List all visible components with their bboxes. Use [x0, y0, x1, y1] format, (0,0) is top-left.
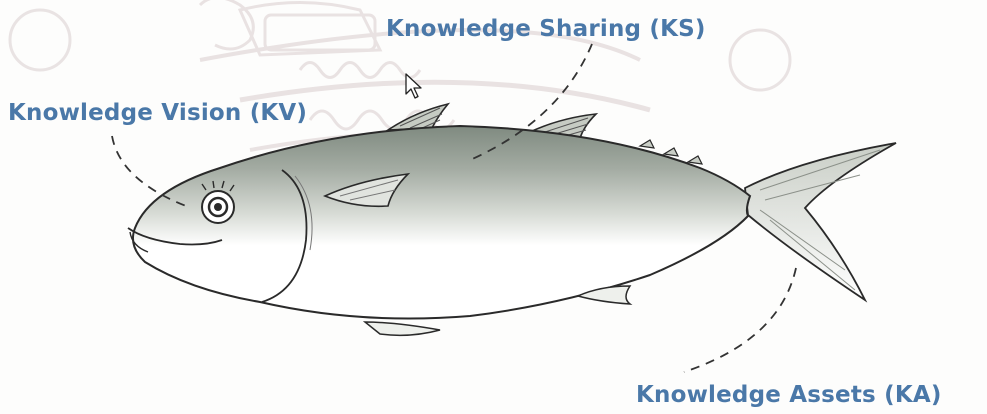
fish-body — [133, 126, 750, 319]
mouse-pointer-icon — [404, 72, 424, 100]
leader-line-ka — [684, 268, 796, 372]
label-knowledge-assets: Knowledge Assets (KA) — [636, 382, 942, 408]
tail-fin — [745, 143, 896, 300]
label-knowledge-vision: Knowledge Vision (KV) — [8, 100, 307, 126]
ventral-fin — [365, 322, 440, 335]
label-knowledge-sharing: Knowledge Sharing (KS) — [386, 16, 706, 42]
